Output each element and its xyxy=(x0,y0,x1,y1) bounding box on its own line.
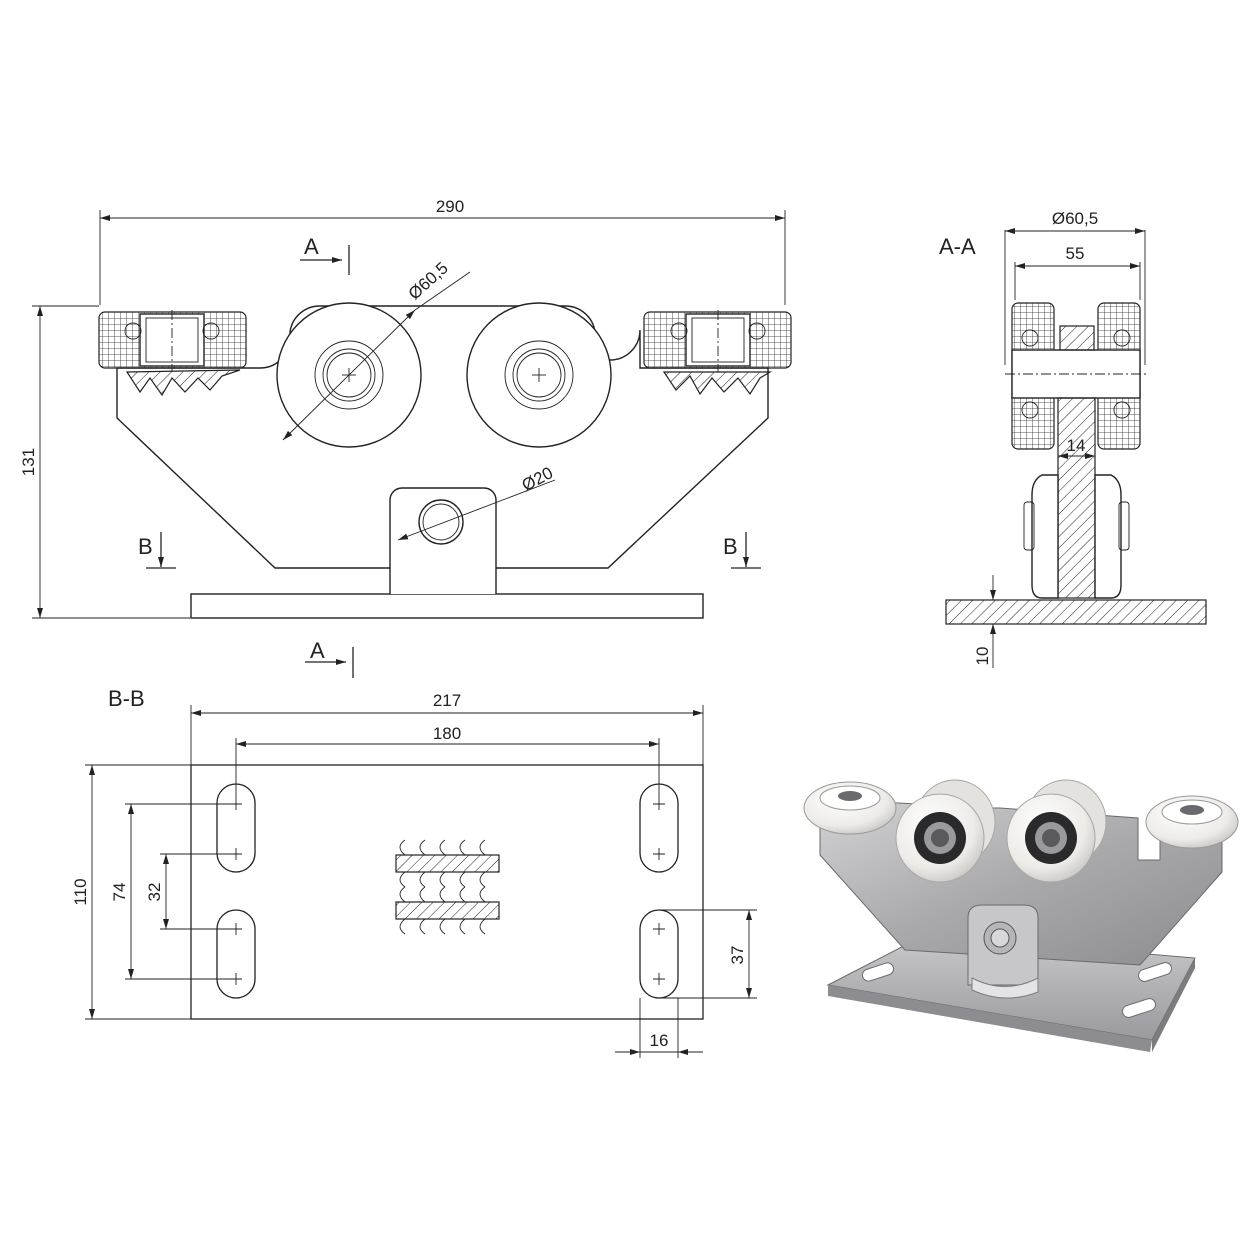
dim-wheel-diameter: Ø60,5 xyxy=(405,258,452,303)
right-tooth-profile xyxy=(662,371,773,396)
left-tooth-profile xyxy=(125,369,241,397)
dim-a-plate: 10 xyxy=(973,647,992,666)
dim-a-width: 55 xyxy=(1066,244,1085,263)
a-lower-wheel-left xyxy=(1031,474,1059,599)
dim-a-web: 14 xyxy=(1067,436,1086,455)
dim-b-outer: 217 xyxy=(433,691,461,710)
render-wheel-big-left xyxy=(895,779,996,883)
load-wheel-right xyxy=(466,302,612,448)
dim-b-32: 32 xyxy=(145,883,164,902)
base-plate xyxy=(190,593,704,619)
b-plate-outline xyxy=(190,764,704,1020)
b-weld-lower xyxy=(395,901,500,920)
section-a-top: A xyxy=(304,234,319,259)
right-guide-wheel xyxy=(643,310,792,372)
a-web-section xyxy=(1057,397,1096,599)
b-slot-bottom-left xyxy=(216,909,256,999)
dim-b-16: 16 xyxy=(650,1031,669,1050)
section-b-b-view: B-B 217 xyxy=(71,686,757,1058)
section-b-left: B xyxy=(138,534,153,559)
left-guide-wheel xyxy=(98,310,247,372)
section-a-a-view: A-A Ø60,5 55 14 10 xyxy=(939,209,1207,668)
section-b-right: B xyxy=(723,534,738,559)
front-view: 290 131 Ø60,5 Ø20 A A B B xyxy=(19,197,792,678)
dim-a-diameter: Ø60,5 xyxy=(1052,209,1098,228)
dim-b-37: 37 xyxy=(728,946,747,965)
pin-circle xyxy=(418,499,464,545)
dim-b-height: 110 xyxy=(71,878,90,905)
render-wheel-big-right xyxy=(1006,779,1107,883)
section-a-a-title: A-A xyxy=(939,234,976,259)
section-a-bottom: A xyxy=(310,638,325,663)
a-lower-wheel-right xyxy=(1094,474,1122,599)
section-b-b-title: B-B xyxy=(108,686,145,711)
product-render xyxy=(803,779,1239,1052)
dim-290: 290 xyxy=(436,197,464,216)
pin-inner-circle xyxy=(422,503,460,541)
b-weld-upper xyxy=(395,854,500,873)
a-base-plate-section xyxy=(945,599,1207,625)
dim-131: 131 xyxy=(19,448,38,476)
dim-b-holes: 180 xyxy=(433,724,461,743)
dim-b-74: 74 xyxy=(110,883,129,902)
